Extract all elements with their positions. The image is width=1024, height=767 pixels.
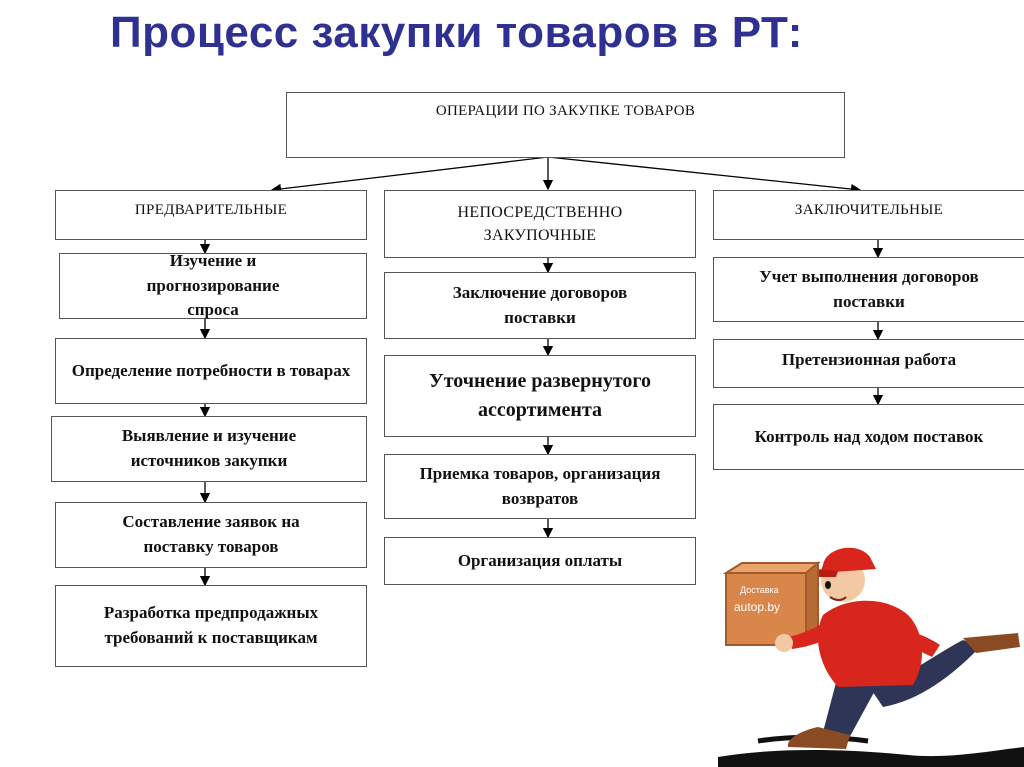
step-claims-work: Претензионная работа — [713, 339, 1024, 388]
step-goods-acceptance: Приемка товаров, организация возвратов — [384, 454, 696, 519]
step-delivery-control: Контроль над ходом поставок — [713, 404, 1024, 470]
step-contract-conclusion: Заключение договоров поставки — [384, 272, 696, 339]
header-final: ЗАКЛЮЧИТЕЛЬНЫЕ — [713, 190, 1024, 240]
top-operations-box: ОПЕРАЦИИ ПО ЗАКУПКЕ ТОВАРОВ — [286, 92, 845, 158]
parcel-label-site: autop.by — [734, 600, 780, 614]
step-needs-determination: Определение потребности в товарах — [55, 338, 367, 404]
header-preliminary: ПРЕДВАРИТЕЛЬНЫЕ — [55, 190, 367, 240]
step-payment-organization: Организация оплаты — [384, 537, 696, 585]
courier-illustration: Доставка autop.by — [718, 547, 1024, 767]
step-contract-accounting: Учет выполнения договоров поставки — [713, 257, 1024, 322]
header-direct-purchasing: НЕПОСРЕДСТВЕННО ЗАКУПОЧНЫЕ — [384, 190, 696, 258]
step-demand-forecasting: Изучение и прогнозирование спроса — [59, 251, 367, 319]
arrow-to-final — [547, 156, 862, 195]
arrow-to-preliminary — [270, 156, 549, 195]
step-supply-requests: Составление заявок на поставку товаров — [55, 502, 367, 568]
page-title: Процесс закупки товаров в РТ: — [110, 8, 803, 57]
step-supplier-requirements: Разработка предпродажных требований к по… — [55, 585, 367, 667]
step-assortment-clarification: Уточнение развернутого ассортимента — [384, 355, 696, 437]
step-source-identification: Выявление и изучение источников закупки — [51, 416, 367, 482]
parcel-label-delivery: Доставка — [740, 585, 779, 595]
